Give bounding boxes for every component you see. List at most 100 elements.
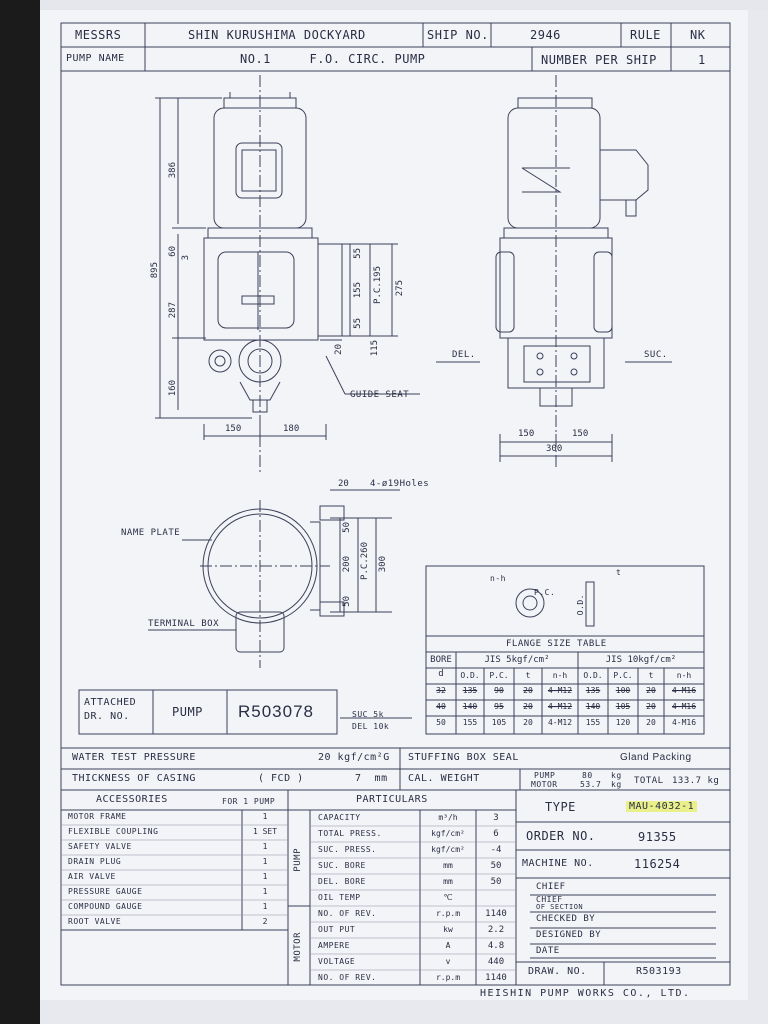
flange-subheader: t	[525, 671, 531, 680]
del-label: DEL.	[452, 350, 476, 360]
suc-note: SUC 5k	[352, 710, 384, 719]
dim-pc260: P.C.260	[360, 542, 370, 580]
terminal-box-label: TERMINAL BOX	[148, 619, 220, 629]
total-value: 133.7 kg	[672, 776, 720, 786]
outer-frame	[60, 22, 731, 986]
dim-150-front: 150	[225, 424, 242, 434]
particular-value: 440	[487, 957, 505, 967]
particular-unit: m³/h	[438, 813, 458, 822]
particular-unit: kgf/cm²	[431, 845, 465, 854]
number-per-ship-label: NUMBER PER SHIP	[541, 53, 657, 67]
accessory-name: ROOT VALVE	[68, 917, 122, 926]
particulars-pump-group: PUMP	[293, 848, 303, 872]
flange-cell: 4-M16	[671, 686, 697, 695]
flange-cell: 105	[491, 718, 507, 727]
particular-unit: kw	[443, 925, 453, 934]
accessory-name: FLEXIBLE COUPLING	[68, 827, 159, 836]
ship-no-value: 2946	[530, 28, 561, 42]
dim-50-plan-bottom: 50	[342, 596, 352, 607]
flange-cell: 100	[615, 686, 631, 695]
pump-weight-value: 80	[582, 771, 593, 780]
particular-value: 1140	[485, 909, 507, 919]
dim-150-side-left: 150	[518, 429, 535, 439]
ship-no-label: SHIP NO.	[427, 28, 489, 42]
flange-cell: 4-M12	[547, 686, 573, 695]
type-label: TYPE	[545, 800, 576, 814]
accessory-name: PRESSURE GAUGE	[68, 887, 143, 896]
cal-weight-label: CAL. WEIGHT	[408, 773, 480, 784]
pump-name-value: NO.1 F.O. CIRC. PUMP	[240, 52, 426, 66]
particular-name: NO. OF REV.	[318, 909, 377, 918]
messrs-label: MESSRS	[75, 28, 122, 42]
dim-287: 287	[168, 302, 178, 319]
particulars-title: PARTICULARS	[356, 794, 428, 805]
date-label: DATE	[536, 946, 560, 956]
particular-unit: mm	[443, 877, 453, 886]
flange-cell: 20	[523, 686, 533, 695]
side-view	[436, 75, 672, 470]
flange-d-label: d	[438, 669, 444, 679]
flange-subheader: O.D.	[583, 671, 603, 680]
flange-cell: 20	[523, 702, 533, 711]
spec-table-frame	[61, 747, 730, 985]
rule-label: RULE	[630, 28, 661, 42]
flange-cell: 20	[646, 718, 656, 727]
guide-seat-label: GUIDE SEAT	[350, 390, 410, 400]
type-value: MAU-4032-1	[626, 801, 698, 812]
accessory-name: AIR VALVE	[68, 872, 116, 881]
flange-cell: 32	[436, 686, 446, 695]
dim-386: 386	[168, 162, 178, 179]
particular-name: OUT PUT	[318, 925, 356, 934]
dim-155: 155	[353, 282, 363, 299]
chief-label: CHIEF	[536, 882, 566, 892]
flange-cell: 4-M16	[671, 718, 697, 727]
attached-label-2: DR. NO.	[84, 711, 130, 722]
kg-label-2: kg	[611, 780, 622, 789]
company-name: HEISHIN PUMP WORKS CO., LTD.	[480, 988, 691, 999]
thickness-material: ( FCD )	[258, 773, 304, 784]
particular-unit: ℃	[443, 893, 453, 902]
flange-cell: 95	[494, 702, 504, 711]
flange-table-frame	[425, 565, 705, 735]
accessories-title: ACCESSORIES	[96, 794, 168, 805]
particular-unit: A	[445, 941, 451, 950]
particular-unit: mm	[443, 861, 453, 870]
flange-cell: 140	[462, 702, 478, 711]
dim-20-plan: 20	[338, 479, 349, 489]
flange-jis5-header: JIS 5kgf/cm²	[484, 655, 550, 665]
stuffing-value: Gland Packing	[620, 752, 692, 763]
chief-section-label-2: OF SECTION	[536, 903, 584, 911]
flange-jis10-header: JIS 10kgf/cm²	[605, 655, 677, 665]
particular-name: DEL. BORE	[318, 877, 366, 886]
particular-value: 50	[490, 861, 502, 871]
order-no-value: 91355	[638, 830, 677, 844]
kg-label-1: kg	[611, 771, 622, 780]
flange-cell: 135	[462, 686, 478, 695]
machine-no-label: MACHINE NO.	[522, 858, 594, 869]
dim-150-side-right: 150	[572, 429, 589, 439]
dim-20: 20	[334, 344, 344, 355]
total-label: TOTAL	[634, 776, 664, 786]
particular-name: AMPERE	[318, 941, 350, 950]
water-test-label: WATER TEST PRESSURE	[72, 752, 196, 763]
accessory-qty: 1	[262, 887, 268, 896]
del-note: DEL 10k	[352, 722, 390, 731]
flange-cell: 120	[615, 718, 631, 727]
flange-cell: 50	[436, 718, 446, 727]
dim-3: 3	[181, 255, 191, 261]
dim-115: 115	[370, 340, 380, 357]
attached-pump-label: PUMP	[172, 705, 203, 719]
pump-name-label: PUMP NAME	[66, 53, 125, 64]
stuffing-label: STUFFING BOX SEAL	[408, 752, 519, 763]
flange-cell: 20	[646, 702, 656, 711]
flange-cell: 135	[585, 686, 601, 695]
particular-name: OIL TEMP	[318, 893, 361, 902]
dim-300-plan: 300	[378, 556, 388, 573]
flange-cell: 105	[615, 702, 631, 711]
plan-view	[148, 489, 400, 668]
particular-unit: r.p.m	[435, 909, 461, 918]
motor-weight-label: MOTOR	[531, 780, 558, 789]
holes-label: 4-ø19Holes	[370, 479, 430, 489]
pump-weight-label: PUMP	[534, 771, 556, 780]
dim-55-bottom: 55	[353, 318, 363, 329]
